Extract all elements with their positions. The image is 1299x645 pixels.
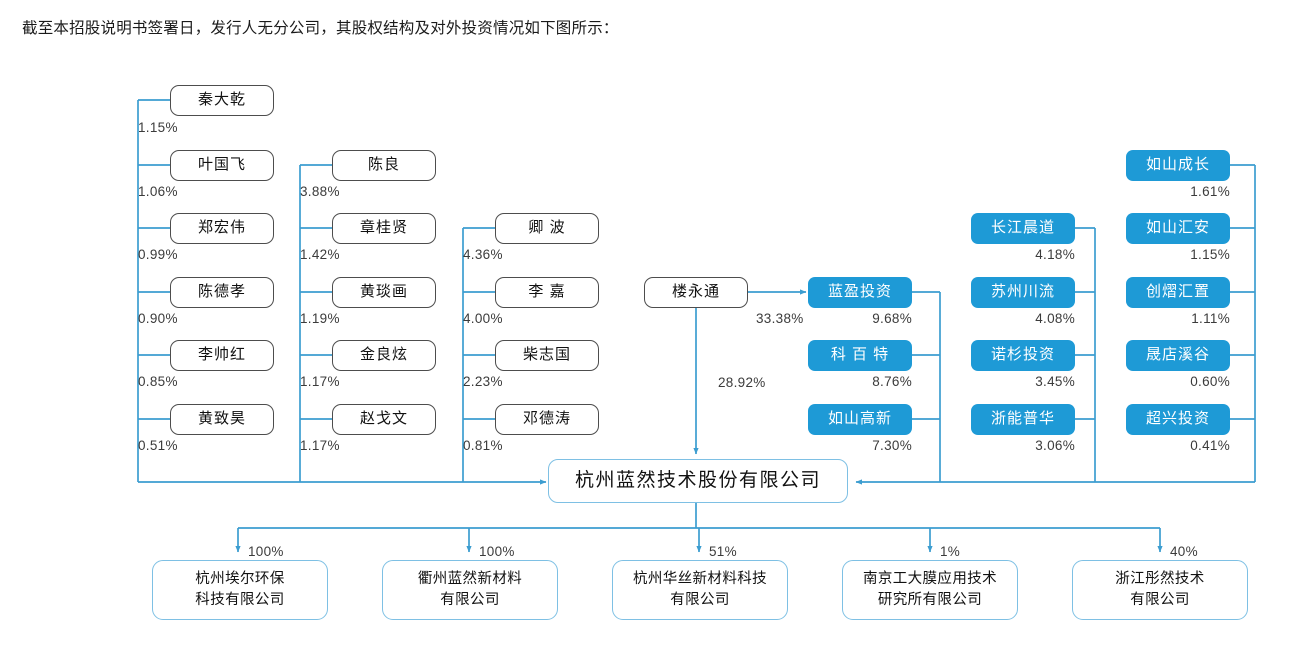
- shareholder-node[interactable]: 李 嘉: [495, 277, 599, 308]
- ownership-percent: 1.15%: [138, 120, 178, 135]
- ownership-percent: 0.60%: [1190, 374, 1230, 389]
- shareholder-node[interactable]: 秦大乾: [170, 85, 274, 116]
- ownership-percent: 3.88%: [300, 184, 340, 199]
- ownership-percent: 1.61%: [1190, 184, 1230, 199]
- ownership-percent: 1.42%: [300, 247, 340, 262]
- institution-node[interactable]: 如山成长: [1126, 150, 1230, 181]
- shareholder-node[interactable]: 叶国飞: [170, 150, 274, 181]
- ownership-percent: 9.68%: [872, 311, 912, 326]
- shareholder-node[interactable]: 柴志国: [495, 340, 599, 371]
- shareholder-node[interactable]: 陈良: [332, 150, 436, 181]
- ownership-percent: 0.90%: [138, 311, 178, 326]
- intro-paragraph: 截至本招股说明书签署日，发行人无分公司，其股权结构及对外投资情况如下图所示：: [22, 20, 619, 37]
- subsidiary-node[interactable]: 杭州华丝新材料科技 有限公司: [612, 560, 788, 620]
- subsidiary-percent: 100%: [479, 544, 515, 559]
- ownership-percent: 2.23%: [463, 374, 503, 389]
- shareholder-node[interactable]: 章桂贤: [332, 213, 436, 244]
- ownership-percent: 1.17%: [300, 438, 340, 453]
- ownership-percent: 1.19%: [300, 311, 340, 326]
- subsidiary-percent: 100%: [248, 544, 284, 559]
- subsidiary-node[interactable]: 浙江彤然技术 有限公司: [1072, 560, 1248, 620]
- ownership-percent: 0.51%: [138, 438, 178, 453]
- subsidiary-node[interactable]: 南京工大膜应用技术 研究所有限公司: [842, 560, 1018, 620]
- ownership-percent: 7.30%: [872, 438, 912, 453]
- shareholder-node[interactable]: 赵戈文: [332, 404, 436, 435]
- subsidiary-percent: 51%: [709, 544, 737, 559]
- ownership-percent: 3.45%: [1035, 374, 1075, 389]
- controller-to-issuer-percent: 28.92%: [718, 375, 766, 390]
- institution-node[interactable]: 浙能普华: [971, 404, 1075, 435]
- ownership-percent: 4.36%: [463, 247, 503, 262]
- shareholder-node[interactable]: 郑宏伟: [170, 213, 274, 244]
- ownership-percent: 1.06%: [138, 184, 178, 199]
- institution-node[interactable]: 如山汇安: [1126, 213, 1230, 244]
- institution-node[interactable]: 创熠汇置: [1126, 277, 1230, 308]
- institution-node[interactable]: 晟店溪谷: [1126, 340, 1230, 371]
- shareholder-node[interactable]: 黄琰画: [332, 277, 436, 308]
- ownership-percent: 0.85%: [138, 374, 178, 389]
- ownership-percent: 4.00%: [463, 311, 503, 326]
- ownership-percent: 4.18%: [1035, 247, 1075, 262]
- subsidiary-percent: 1%: [940, 544, 961, 559]
- controller-to-lanying-percent: 33.38%: [756, 311, 804, 326]
- subsidiary-percent: 40%: [1170, 544, 1198, 559]
- controller-node[interactable]: 楼永通: [644, 277, 748, 308]
- ownership-percent: 1.15%: [1190, 247, 1230, 262]
- ownership-percent: 0.41%: [1190, 438, 1230, 453]
- ownership-percent: 1.17%: [300, 374, 340, 389]
- ownership-percent: 0.99%: [138, 247, 178, 262]
- institution-node[interactable]: 超兴投资: [1126, 404, 1230, 435]
- institution-node[interactable]: 苏州川流: [971, 277, 1075, 308]
- subsidiary-node[interactable]: 杭州埃尔环保 科技有限公司: [152, 560, 328, 620]
- institution-node[interactable]: 如山高新: [808, 404, 912, 435]
- ownership-percent: 0.81%: [463, 438, 503, 453]
- shareholder-node[interactable]: 李帅红: [170, 340, 274, 371]
- institution-node[interactable]: 蓝盈投资: [808, 277, 912, 308]
- shareholder-node[interactable]: 陈德孝: [170, 277, 274, 308]
- subsidiary-node[interactable]: 衢州蓝然新材料 有限公司: [382, 560, 558, 620]
- shareholder-node[interactable]: 黄致昊: [170, 404, 274, 435]
- institution-node[interactable]: 诺杉投资: [971, 340, 1075, 371]
- shareholder-node[interactable]: 金良炫: [332, 340, 436, 371]
- ownership-percent: 3.06%: [1035, 438, 1075, 453]
- shareholder-node[interactable]: 邓德涛: [495, 404, 599, 435]
- shareholder-node[interactable]: 卿 波: [495, 213, 599, 244]
- ownership-percent: 4.08%: [1035, 311, 1075, 326]
- issuer-node[interactable]: 杭州蓝然技术股份有限公司: [548, 459, 848, 503]
- institution-node[interactable]: 长江晨道: [971, 213, 1075, 244]
- ownership-percent: 1.11%: [1191, 311, 1230, 326]
- institution-node[interactable]: 科 百 特: [808, 340, 912, 371]
- ownership-percent: 8.76%: [872, 374, 912, 389]
